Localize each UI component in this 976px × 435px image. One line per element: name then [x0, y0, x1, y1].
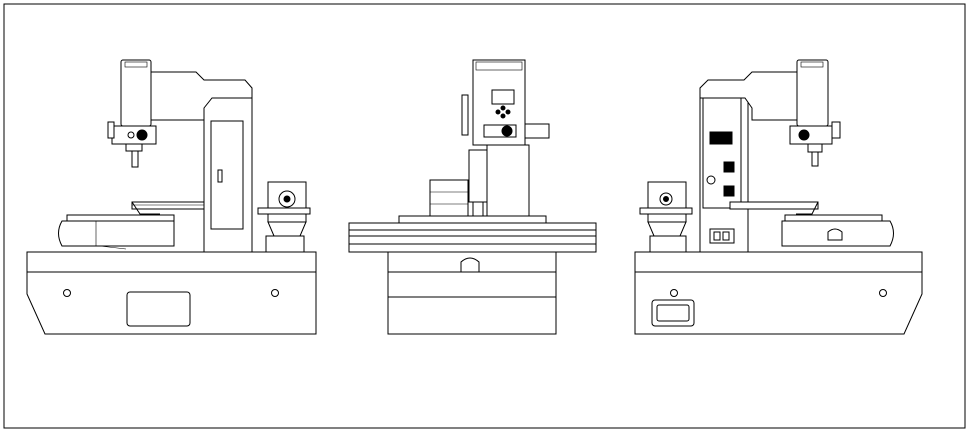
right-spindle-box: [789, 125, 833, 145]
left-column-latch: [217, 169, 223, 183]
front-table-top: [398, 215, 547, 224]
front-column: [486, 144, 530, 217]
sheet-border: [3, 3, 966, 429]
front-table-rail: [348, 222, 597, 253]
left-side-view: [26, 59, 317, 335]
front-tool-holder: [468, 149, 488, 203]
left-support-arm: [131, 201, 205, 210]
left-base-bolt-2: [271, 289, 279, 297]
left-head-front: [120, 59, 152, 127]
front-center-knob: [460, 257, 480, 273]
left-base-upper-band: [26, 251, 317, 273]
right-column-panel: [702, 97, 742, 209]
left-head: [149, 71, 253, 121]
right-base-body: [634, 271, 923, 335]
right-side-view: [634, 59, 923, 335]
front-motor-housing: [429, 179, 469, 217]
right-table-top: [784, 214, 883, 222]
front-display: [491, 89, 515, 105]
left-column-door: [210, 120, 244, 230]
front-side-rail: [524, 123, 550, 139]
right-base-upper-band: [634, 251, 923, 273]
left-base-bolt-1: [63, 289, 71, 297]
right-head: [699, 71, 799, 121]
right-head-front: [796, 59, 829, 127]
right-base-handle: [651, 299, 695, 327]
right-base-bolt-1: [670, 289, 678, 297]
left-table-top: [66, 214, 175, 222]
front-base-lower: [387, 271, 557, 335]
left-base-handle: [126, 291, 191, 327]
left-spindle-knob: [136, 129, 148, 141]
right-tool-holder: [647, 181, 687, 223]
left-table-body: [58, 220, 175, 247]
front-view: [348, 59, 597, 335]
right-support-arm: [729, 201, 819, 210]
right-base-bolt-2: [879, 289, 887, 297]
